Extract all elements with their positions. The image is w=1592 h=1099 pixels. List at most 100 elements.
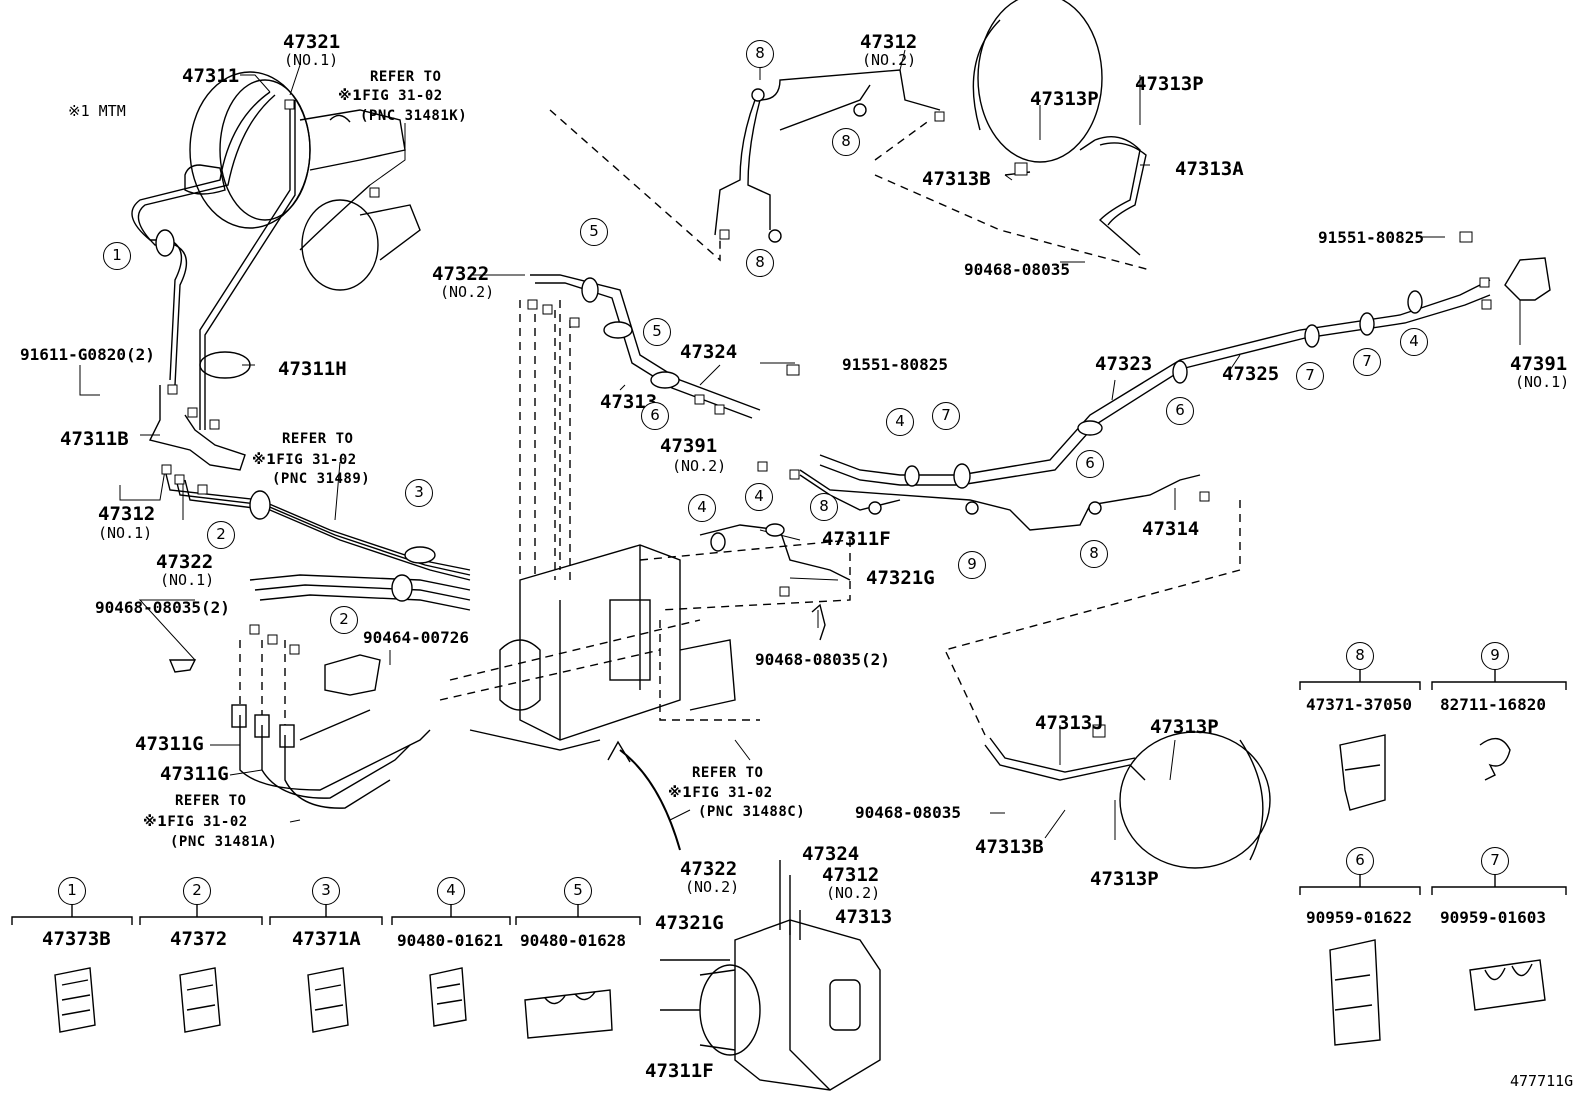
part-91551-80825: 91551-80825 [842,355,948,374]
refer-pnc: (PNC 31488C) [698,804,806,820]
callout-circle: 5 [580,218,608,246]
part-90468-08035: 90468-08035 [855,803,961,822]
callout-circle: 4 [688,494,716,522]
part-91551-80825: 91551-80825 [1318,228,1424,247]
mtm-note: ※1 MTM [68,102,126,120]
detail-47311F: 47311F [645,1060,714,1082]
legend-num: 9 [1481,642,1509,670]
part-47313P: 47313P [1150,716,1219,738]
refer-pnc: (PNC 31481A) [170,834,278,850]
legend-part: 47372 [170,928,228,950]
callout-circle: 9 [958,551,986,579]
callout-circle: 6 [641,402,669,430]
callout-circle: 6 [1076,450,1104,478]
part-47312-no2-sub: (NO.2) [862,51,917,69]
refer-line1: REFER TO [175,793,247,809]
detail-47322-sub: (NO.2) [685,878,740,896]
refer-line2: ※1FIG 31-02 [668,786,773,800]
legend-num: 4 [437,877,465,905]
part-47311: 47311 [182,65,240,87]
callout-circle: 8 [746,249,774,277]
callout-circle: 4 [745,483,773,511]
callout-circle: 2 [207,521,235,549]
part-47311G: 47311G [135,733,204,755]
part-47311G: 47311G [160,763,229,785]
part-47313A: 47313A [1175,158,1244,180]
part-47391-no2: 47391 [660,435,718,457]
abs-detail [660,860,881,1091]
dashed-leaders [239,109,1241,736]
callout-circle: 2 [330,606,358,634]
flare-nuts [161,99,1492,738]
legend-num: 6 [1346,847,1374,875]
callout-circle: 6 [1166,397,1194,425]
abs-actuator [469,544,736,751]
figure-code: 477711G [1510,1072,1574,1090]
part-47313B: 47313B [975,836,1044,858]
legend-num: 1 [58,877,86,905]
refer-line1: REFER TO [282,431,354,447]
note-mark: ※1 [143,814,168,830]
clamp-90464 [324,654,381,696]
brake-booster [184,71,421,291]
refer-line1: REFER TO [370,69,442,85]
callout-circle: 4 [1400,328,1428,356]
legend-part: 47371A [292,928,361,950]
part-90464-00726: 90464-00726 [363,628,469,647]
callout-circle: 7 [932,402,960,430]
part-47322-no2: 47322 [432,263,490,285]
legend-part: 90959-01622 [1306,908,1412,927]
part-47313P: 47313P [1030,88,1099,110]
label-leaders [79,49,1521,840]
callout-circle: 8 [810,493,838,521]
legend-part: 90480-01628 [520,931,626,950]
detail-47312-sub: (NO.2) [826,884,881,902]
callout-circle: 7 [1353,348,1381,376]
part-91611-G0820: 91611-G0820(2) [20,345,155,364]
legend-brackets [11,669,1567,925]
part-47322-no1: 47322 [156,551,214,573]
part-47391-no2-sub: (NO.2) [672,457,727,475]
callout-circle: 3 [405,479,433,507]
callout-circle: 8 [1080,540,1108,568]
detail-47313: 47313 [835,906,893,928]
bracket-47311B [148,385,246,471]
legend-num: 3 [312,877,340,905]
rear-lines [530,274,1491,581]
hoses-47311G [231,704,431,809]
legend-part: 90480-01621 [397,931,503,950]
callout-circle: 8 [832,128,860,156]
bracket-47391-no1 [1504,257,1551,301]
part-47312-no2: 47312 [860,31,918,53]
refer-fig: FIG 31-02 [362,88,443,104]
part-47391-no1-sub: (NO.1) [1515,373,1570,391]
part-47322-no1-sub: (NO.1) [160,571,215,589]
part-47311H: 47311H [278,358,347,380]
part-47312-no1-sub: (NO.1) [98,524,153,542]
part-47324: 47324 [680,341,738,363]
clamp-icons [54,734,1546,1046]
part-90468-08035-2: 90468-08035(2) [755,650,890,669]
legend-num: 7 [1481,847,1509,875]
legend-part: 90959-01603 [1440,908,1546,927]
clip-90468-left [168,659,197,673]
part-47313J: 47313J [1035,712,1104,734]
part-47391-no1: 47391 [1510,353,1568,375]
callout-circle: 8 [746,40,774,68]
part-47314: 47314 [1142,518,1200,540]
part-47311F: 47311F [822,528,891,550]
clip-90468-center [811,603,826,641]
callout-circle: 4 [886,408,914,436]
detail-47312: 47312 [822,864,880,886]
part-47312-no1: 47312 [98,503,156,525]
legend-part: 47373B [42,928,111,950]
refer-line2: ※1FIG 31-02 [143,815,248,829]
legend-num: 5 [564,877,592,905]
part-90468-08035-2: 90468-08035(2) [95,598,230,617]
refer-fig: FIG 31-02 [692,785,773,801]
refer-fig: FIG 31-02 [276,452,357,468]
part-47313B: 47313B [922,168,991,190]
refer-pnc: (PNC 31481K) [360,108,468,124]
legend-num: 2 [183,877,211,905]
refer-pnc: (PNC 31489) [272,471,371,487]
